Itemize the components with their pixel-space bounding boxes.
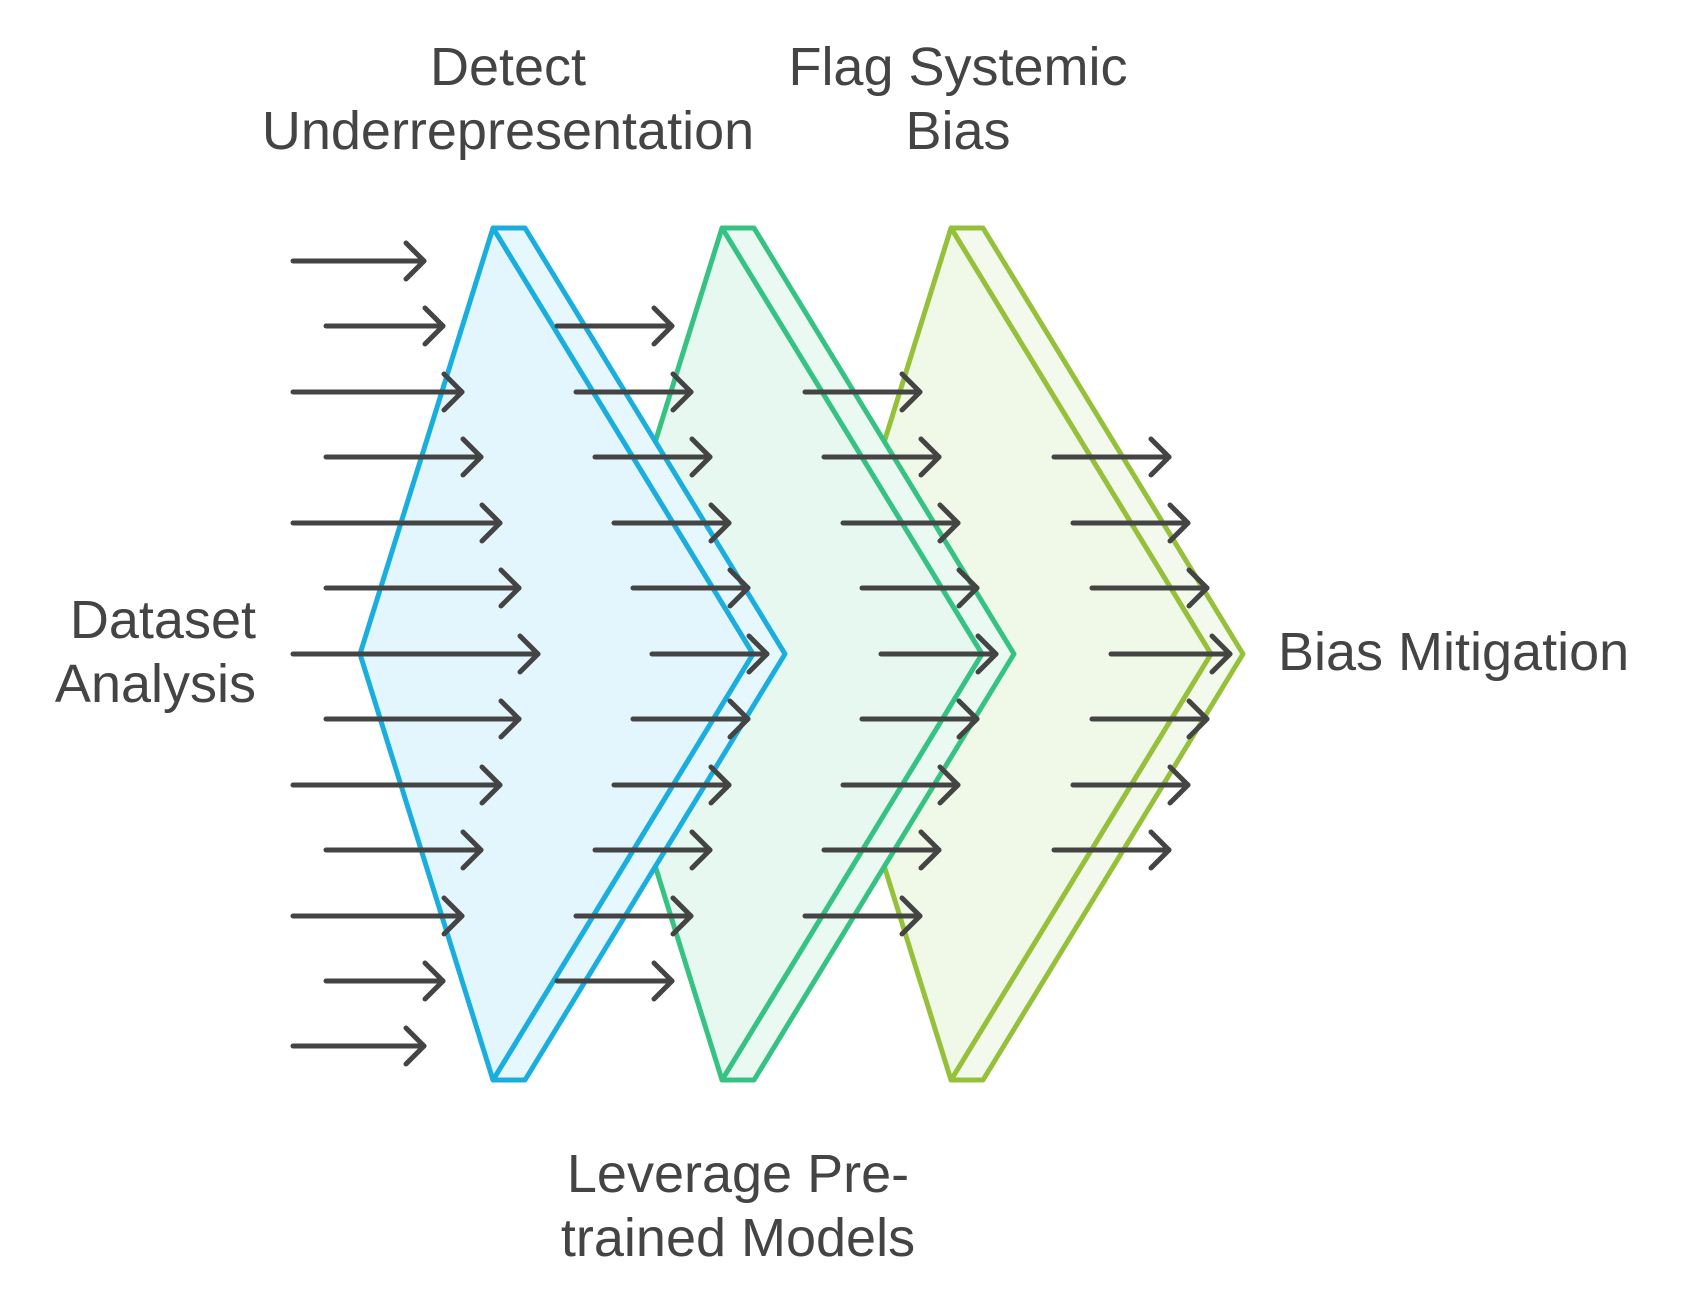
input-arrow-11 bbox=[290, 895, 465, 937]
stage-1-arrow-8 bbox=[611, 764, 732, 806]
output-arrow-2 bbox=[1070, 502, 1191, 544]
input-arrow-2 bbox=[323, 305, 446, 347]
stage-1-arrow-6 bbox=[649, 633, 770, 675]
input-arrow-7 bbox=[290, 633, 541, 675]
input-arrow-3 bbox=[290, 371, 465, 413]
input-arrow-10 bbox=[323, 829, 484, 871]
stage-1-arrow-10 bbox=[573, 895, 694, 937]
stage-2-arrow-5 bbox=[878, 633, 999, 675]
output-arrow-4 bbox=[1108, 633, 1233, 675]
stage-1-arrow-3 bbox=[592, 436, 713, 478]
stage-1-label: Detect Underrepresentation bbox=[261, 37, 755, 161]
input-arrow-9 bbox=[290, 764, 503, 806]
input-arrow-6 bbox=[323, 567, 522, 609]
input-arrow-13 bbox=[290, 1025, 427, 1067]
output-arrow-3 bbox=[1089, 567, 1210, 609]
stage-2-arrow-7 bbox=[840, 764, 961, 806]
stage-1-arrow-11 bbox=[554, 960, 675, 1002]
input-arrow-5 bbox=[290, 502, 503, 544]
input-arrow-1 bbox=[290, 240, 427, 282]
stage-1-arrow-9 bbox=[592, 829, 713, 871]
input-arrow-4 bbox=[323, 436, 484, 478]
output-arrow-1 bbox=[1051, 436, 1172, 478]
stage-2-arrow-9 bbox=[802, 895, 923, 937]
stage-2-arrow-3 bbox=[840, 502, 961, 544]
output-arrow-5 bbox=[1089, 698, 1210, 740]
stage-1-arrow-4 bbox=[611, 502, 732, 544]
stage-2-arrow-8 bbox=[821, 829, 942, 871]
output-label: Bias Mitigation bbox=[1278, 622, 1630, 682]
stage-3-label: Flag Systemic Bias bbox=[788, 37, 1128, 161]
stage-1-arrow-1 bbox=[554, 305, 675, 347]
input-arrow-12 bbox=[323, 960, 446, 1002]
output-arrow-6 bbox=[1070, 764, 1191, 806]
stage-2-arrow-6 bbox=[859, 698, 980, 740]
stage-1-arrow-2 bbox=[573, 371, 694, 413]
stage-1-face bbox=[357, 225, 756, 1083]
stage-2-arrow-2 bbox=[821, 436, 942, 478]
stage-1-arrow-7 bbox=[630, 698, 751, 740]
stage-1-arrow-5 bbox=[630, 567, 751, 609]
output-arrow-7 bbox=[1051, 829, 1172, 871]
input-arrow-8 bbox=[323, 698, 522, 740]
stage-2-label: Leverage Pre- trained Models bbox=[560, 1144, 916, 1268]
input-label: Dataset Analysis bbox=[54, 590, 256, 714]
stage-2-arrow-1 bbox=[802, 371, 923, 413]
stage-2-arrow-4 bbox=[859, 567, 980, 609]
